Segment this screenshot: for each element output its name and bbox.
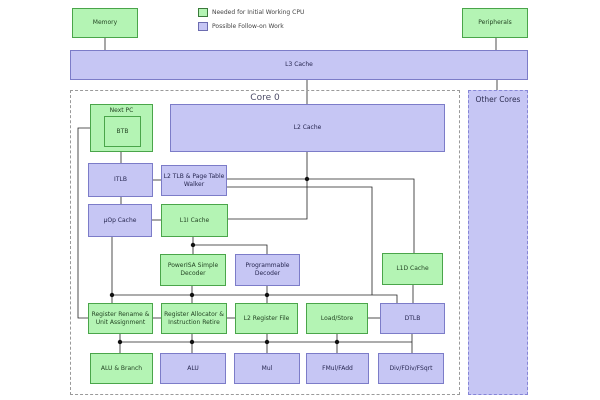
node-memory: Memory	[72, 8, 138, 38]
node-powerisa-simple-decoder: PowerISA Simple Decoder	[160, 254, 226, 286]
next-pc-label: Next PC	[109, 107, 134, 114]
node-l1d-cache: L1D Cache	[382, 253, 443, 285]
node-btb: BTB	[104, 116, 141, 147]
node-alu: ALU	[160, 353, 226, 384]
node-l3-cache: L3 Cache	[70, 50, 528, 80]
node-register-allocator-instruction-retire: Register Allocator & Instruction Retire	[161, 303, 227, 334]
core0-label: Core 0	[250, 93, 280, 103]
node-mul: Mul	[234, 353, 300, 384]
node-peripherals: Peripherals	[462, 8, 528, 38]
node-load-store: Load/Store	[306, 303, 368, 334]
legend-purple-swatch	[198, 22, 208, 31]
node-div-fdiv-fsqrt: Div/FDiv/FSqrt	[378, 353, 444, 384]
node-programmable-decoder: Programmable Decoder	[235, 254, 300, 286]
node-l2-tlb-page-table-walker: L2 TLB & Page Table Walker	[161, 165, 227, 196]
other-cores-label: Other Cores	[475, 95, 521, 104]
junction-dots	[109, 176, 340, 345]
legend-item-followon: Possible Follow-on Work	[198, 22, 304, 31]
node-l2-cache: L2 Cache	[170, 104, 445, 152]
legend: Needed for Initial Working CPU Possible …	[198, 8, 304, 36]
node-l2-register-file: L2 Register File	[235, 303, 298, 334]
core0-region: Core 0	[70, 90, 460, 395]
node-uop-cache: µOp Cache	[88, 204, 152, 237]
node-register-rename-unit-assignment: Register Rename & Unit Assignment	[88, 303, 153, 334]
legend-label: Needed for Initial Working CPU	[212, 9, 305, 16]
legend-item-initial: Needed for Initial Working CPU	[198, 8, 304, 17]
node-itlb: ITLB	[88, 163, 153, 197]
legend-label: Possible Follow-on Work	[212, 23, 284, 30]
node-next-pc: Next PC BTB	[90, 104, 153, 152]
node-dtlb: DTLB	[380, 303, 445, 334]
node-l1i-cache: L1I Cache	[161, 204, 228, 237]
node-alu-branch: ALU & Branch	[90, 353, 153, 384]
node-other-cores: Other Cores	[468, 90, 528, 395]
node-fmul-fadd: FMul/FAdd	[306, 353, 369, 384]
legend-green-swatch	[198, 8, 208, 17]
